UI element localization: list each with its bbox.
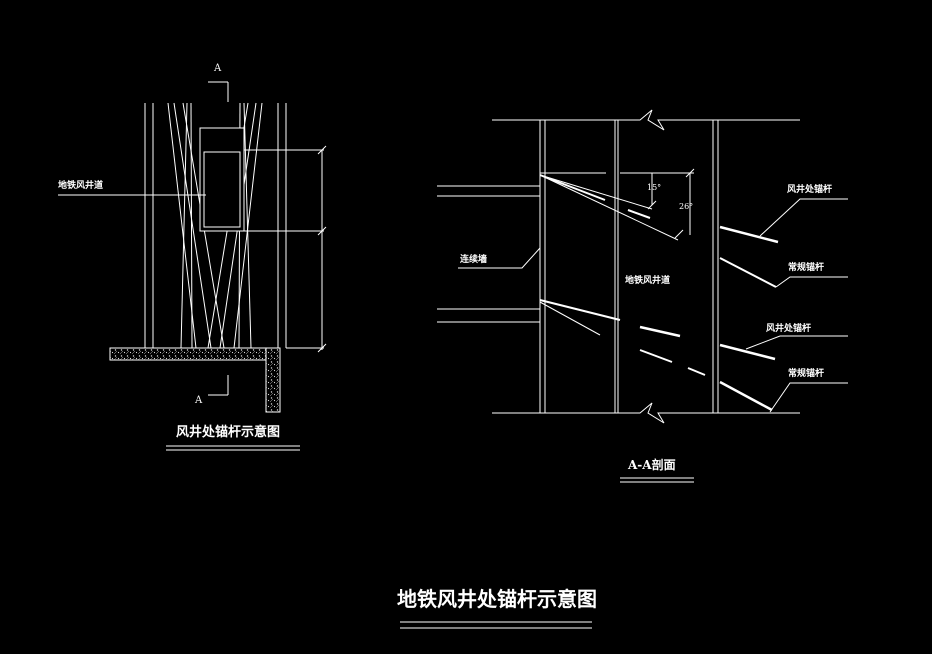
label-leaders [620,198,848,483]
main-title: 地铁风井处锚杆示意图 [397,587,597,611]
section-mark-top: A [214,63,222,74]
shaft-anchor-label-2: 风井处锚杆 [766,324,812,334]
regular-anchor-label-2: 常规锚杆 [788,369,825,379]
continuous-wall-label: 连续墙 [460,255,488,265]
left-shaft-label: 地铁风井道 [58,181,104,191]
left-plan-view [58,81,327,451]
anchor-lines [539,174,779,412]
left-caption: 风井处锚杆示意图 [176,425,281,440]
main-title-underline [400,621,592,629]
regular-anchor-label-1: 常规锚杆 [788,263,825,273]
right-section-view [437,109,800,424]
angle-15-label: 15° [647,183,662,192]
right-shaft-label: 地铁风井道 [625,276,671,286]
right-caption: A-A剖面 [628,458,676,472]
section-mark-bottom: A [195,395,203,406]
shaft-anchor-label-1: 风井处锚杆 [787,185,833,195]
angle-26-label: 26° [679,202,694,211]
